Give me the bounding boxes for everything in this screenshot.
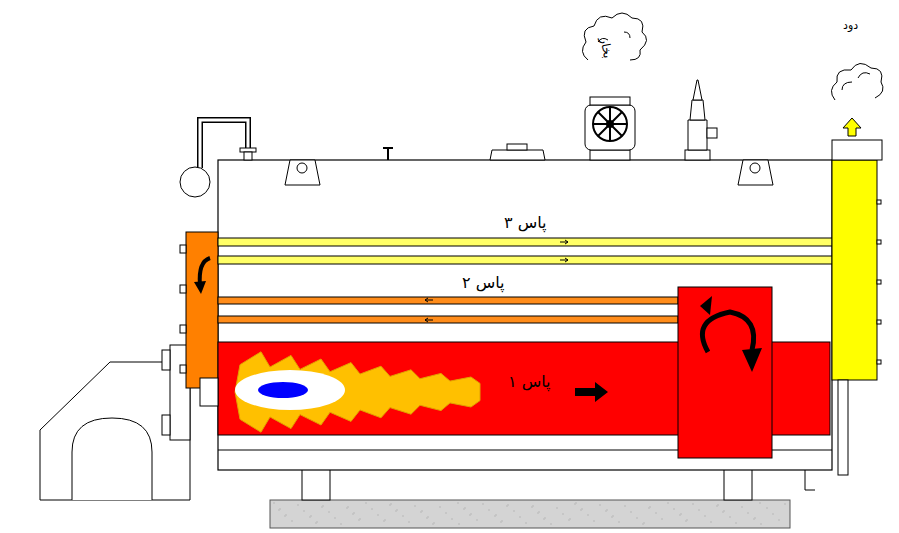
pass2-tube bbox=[218, 297, 678, 304]
pass-label: پاس ۳ bbox=[504, 215, 547, 231]
pass-label: پاس ۱ bbox=[508, 374, 551, 390]
pressure-gauge bbox=[180, 167, 210, 197]
pass-label: پاس ۲ bbox=[462, 275, 505, 291]
flow-arrowhead bbox=[742, 348, 762, 372]
flame-core bbox=[258, 382, 308, 398]
burner-housing bbox=[40, 362, 190, 500]
lifting-lug bbox=[738, 160, 773, 185]
flow-arrowhead bbox=[700, 296, 712, 315]
valve-handwheel bbox=[593, 107, 627, 141]
safety-valve-bonnet bbox=[690, 100, 705, 120]
manhole bbox=[490, 150, 545, 160]
valve-hub bbox=[606, 120, 614, 128]
chimney-support bbox=[838, 380, 848, 475]
handwheel-spokes bbox=[593, 107, 627, 141]
manhole-handle bbox=[507, 144, 527, 150]
flame bbox=[235, 352, 480, 432]
gauge-pipe bbox=[200, 120, 248, 168]
steam-cloud bbox=[582, 13, 646, 60]
chimney bbox=[832, 160, 877, 380]
tube-flow-arrow bbox=[425, 298, 433, 322]
safety-valve-flange bbox=[685, 150, 710, 160]
gauge-pipe bbox=[200, 120, 248, 168]
flow-arrow bbox=[200, 258, 210, 285]
gauge-flange bbox=[240, 148, 256, 152]
boiler-shell bbox=[218, 160, 832, 470]
gauge-flange bbox=[244, 152, 252, 160]
flame-core bbox=[235, 370, 345, 410]
tube-flow-arrow bbox=[560, 240, 568, 262]
flow-arrowhead bbox=[194, 281, 206, 294]
foundation bbox=[270, 500, 790, 528]
safety-valve-outlet bbox=[707, 128, 717, 138]
smoke-cloud bbox=[831, 63, 883, 100]
burner-bolt bbox=[162, 415, 170, 435]
burner-fan bbox=[72, 418, 152, 500]
chimney-outlet bbox=[832, 140, 882, 160]
chimney-bolts bbox=[877, 200, 881, 364]
burner-nozzle bbox=[200, 378, 218, 406]
steam-label: بخار bbox=[599, 37, 614, 59]
safety-valve-body bbox=[688, 120, 707, 150]
safety-valve-cap bbox=[693, 80, 702, 100]
smoke-label: دود bbox=[843, 20, 858, 31]
smoke-arrow bbox=[843, 118, 861, 136]
foundation-texture bbox=[273, 502, 786, 525]
pass3-tube bbox=[218, 238, 832, 246]
valve-flange bbox=[590, 150, 630, 160]
pass3-tube bbox=[218, 256, 832, 264]
furnace-band: پاس ۱ bbox=[218, 342, 678, 435]
front-smokebox bbox=[186, 232, 218, 388]
pass2-tube bbox=[218, 316, 678, 323]
rear-reversal-chamber bbox=[678, 287, 772, 458]
flow-arrow bbox=[575, 382, 608, 402]
smokebox-hinges bbox=[180, 245, 186, 373]
valve-flange bbox=[590, 97, 630, 105]
nozzle-stub bbox=[383, 148, 393, 160]
lifting-lug bbox=[285, 160, 320, 185]
burner-bolt bbox=[162, 350, 170, 370]
flow-arrow bbox=[702, 312, 753, 352]
drain bbox=[805, 470, 815, 490]
steam-valve-body bbox=[585, 105, 635, 150]
